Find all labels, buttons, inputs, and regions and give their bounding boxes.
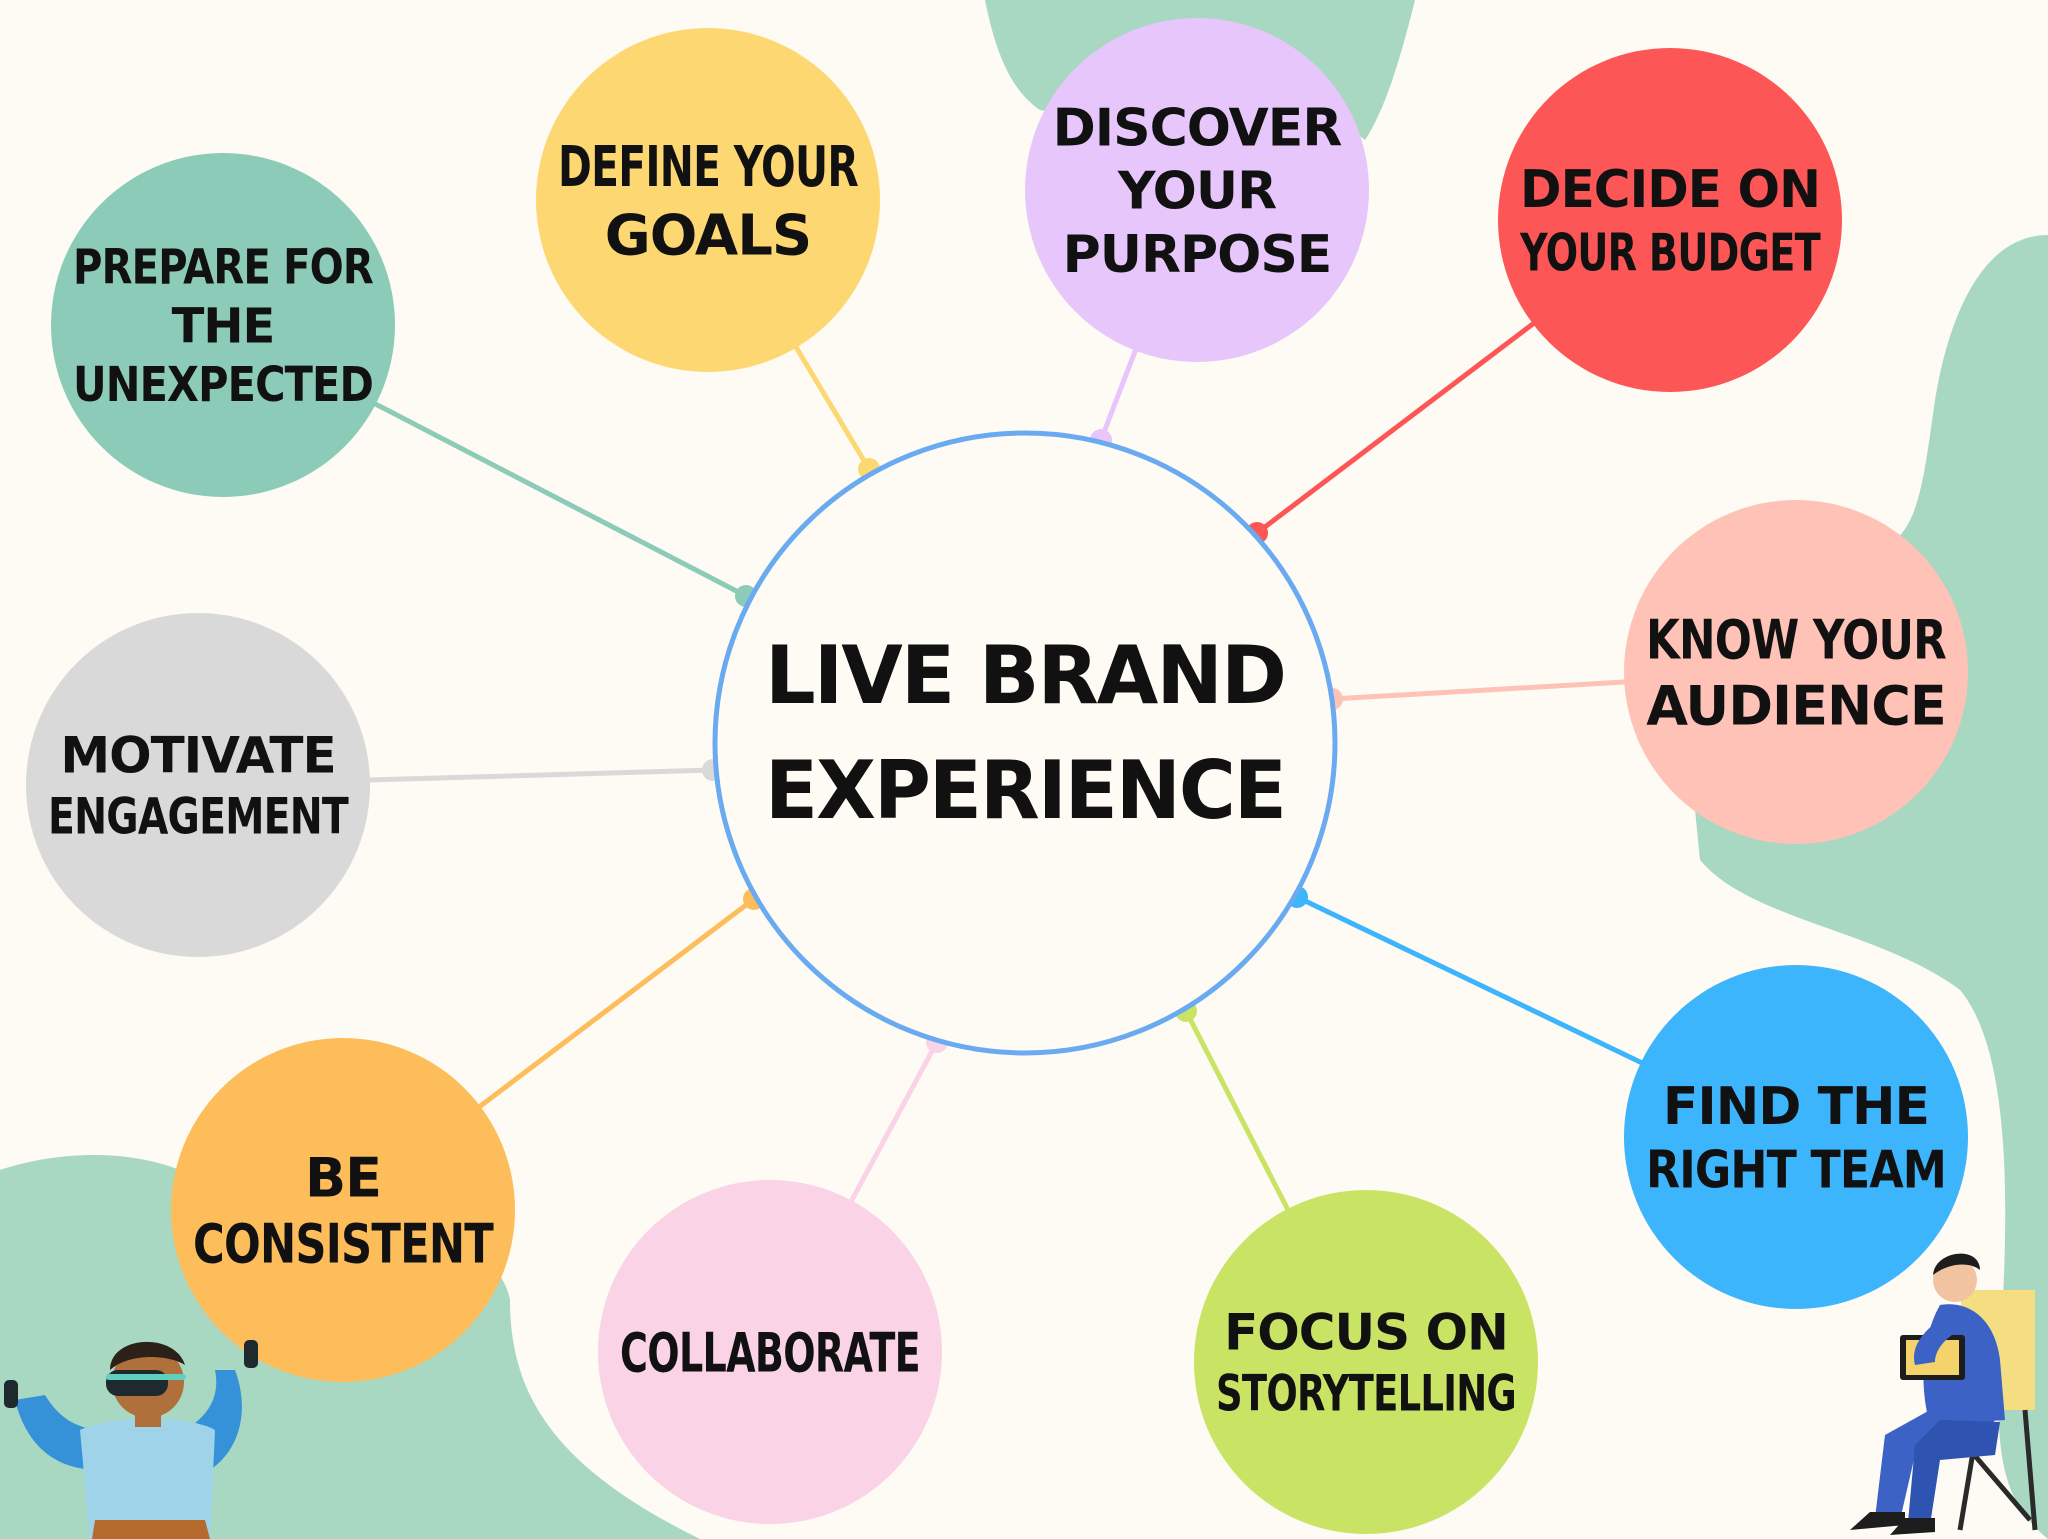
topic-circle-know-your-audience [1624,500,1968,844]
topic-circle-prepare-for-the-unexpected [51,153,395,497]
vr-controller-left [4,1380,18,1408]
center-ring [712,430,1338,1056]
topic-circle-focus-on-storytelling [1194,1190,1538,1534]
vr-person-torso [80,1418,215,1539]
reader-legs-2 [1908,1420,2000,1525]
topic-circle-decide-on-your-budget [1498,48,1842,392]
reader-shoe-1 [1850,1512,1905,1530]
right-blob [1688,235,2048,1539]
topic-label-line: KNOW YOUR [1646,609,1946,672]
topic-circle-be-consistent [171,1038,515,1382]
topic-label-line: FIND THE [1663,1077,1929,1137]
reader-shoe-2 [1890,1518,1935,1535]
topic-label-line: FOCUS ON [1224,1304,1508,1362]
topic-circle-collaborate [598,1180,942,1524]
topic-label-line: DISCOVER [1053,98,1342,158]
reader-head [1933,1258,1977,1302]
topic-label-line: UNEXPECTED [73,357,373,413]
vr-headset-band [106,1374,186,1380]
reader-hair [1933,1253,1980,1275]
topic-circle-discover-your-purpose [1025,18,1369,362]
center-title-line-2: EXPERIENCE [765,744,1285,837]
reader-arm [1914,1315,1960,1365]
vr-person-legs [92,1520,210,1539]
topic-label-line: STORYTELLING [1216,1365,1516,1423]
topic-label-line: RIGHT TEAM [1646,1140,1946,1200]
topic-label-line: PURPOSE [1063,225,1332,285]
vr-controller-right [244,1340,258,1368]
topic-label-line: ENGAGEMENT [48,788,349,846]
vr-headset [106,1370,168,1396]
center-node: LIVE BRAND EXPERIENCE [712,430,1338,1056]
chair-leg-2 [2022,1409,2038,1531]
reading-person-illustration [1850,1253,2038,1535]
topic-label-line: YOUR BUDGET [1519,223,1821,283]
topic-label-line: BE [305,1147,381,1210]
topic-label-line: DECIDE ON [1520,160,1820,220]
topic-label-line: COLLABORATE [620,1321,920,1384]
topic-circle-define-your-goals [536,28,880,372]
topic-label-line: PREPARE FOR [73,240,373,296]
chair-leg-3 [1968,1448,2032,1522]
vr-person-hair [110,1341,185,1370]
vr-person-illustration [4,1340,258,1539]
topic-label-line: CONSISTENT [193,1212,494,1275]
topic-label-line: THE [172,298,275,354]
center-title-line-1: LIVE BRAND [765,629,1285,722]
topic-label-line: DEFINE YOUR [558,135,858,200]
topic-circle-find-the-right-team [1624,965,1968,1309]
topic-label-line: AUDIENCE [1646,674,1946,737]
topic-label-line: MOTIVATE [60,727,335,785]
topic-label-line: YOUR [1117,162,1276,222]
topic-label-line: GOALS [605,203,811,268]
topic-circle-motivate-engagement [26,613,370,957]
topic-node-collaborate: COLLABORATE [598,1180,942,1524]
